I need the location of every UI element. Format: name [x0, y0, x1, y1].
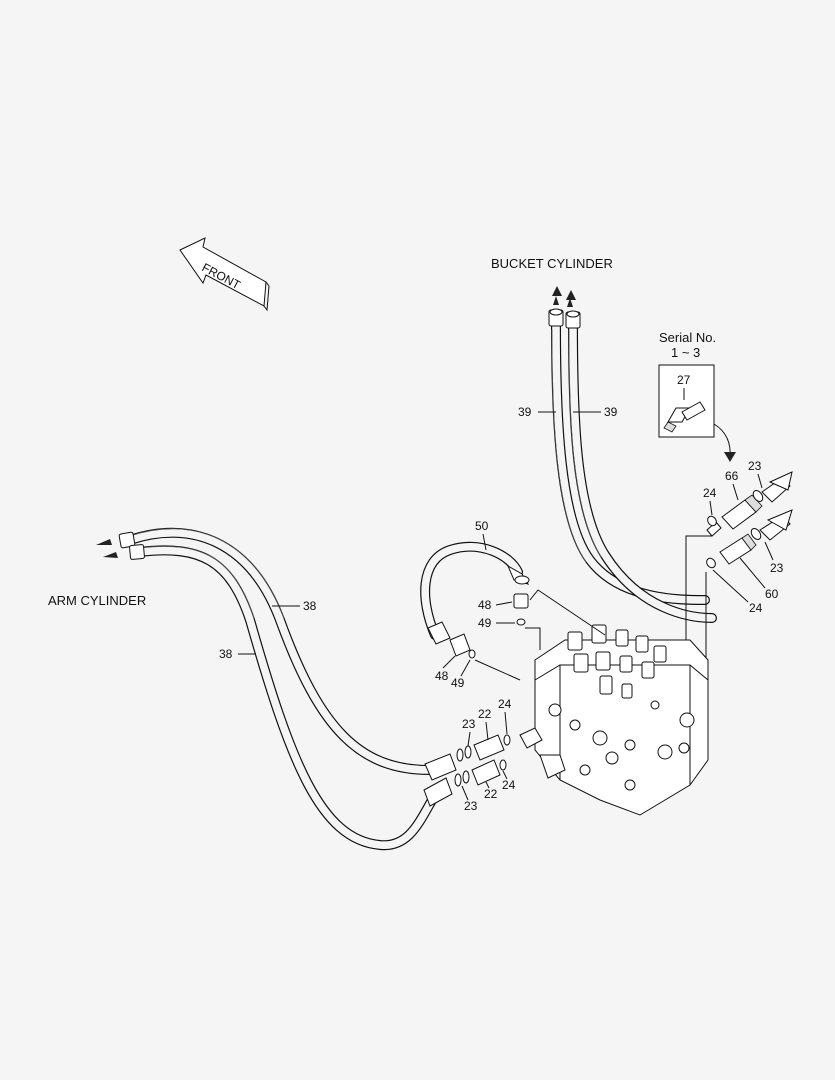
serial-range: 1 ~ 3: [671, 345, 700, 360]
callout-39-right: 39: [604, 405, 618, 419]
callout-22-lower-left: 22: [484, 787, 498, 801]
adapter-27-icon: [663, 401, 706, 433]
callout-48-lower: 48: [435, 669, 449, 683]
bucket-cylinder-title: BUCKET CYLINDER: [491, 256, 613, 271]
control-valve: [519, 624, 709, 816]
callout-38-right: 38: [303, 599, 317, 613]
fitting-group-upper-right: [706, 471, 793, 537]
fitting-group-lower-right: [706, 509, 793, 569]
callout-49-upper: 49: [478, 616, 492, 630]
front-direction-arrow: FRONT: [179, 237, 270, 312]
callout-22-upper-left: 22: [478, 707, 492, 721]
callout-24-lower: 24: [749, 601, 763, 615]
spool-caps: [567, 624, 667, 699]
callout-23-upper-left: 23: [462, 717, 476, 731]
callout-23-lower-left: 23: [464, 799, 478, 813]
pilot-hose-50: [420, 541, 530, 659]
callout-27: 27: [677, 373, 691, 387]
valve-ports: [548, 700, 695, 791]
callout-50: 50: [475, 519, 489, 533]
callout-24-upper: 24: [703, 486, 717, 500]
serial-detail-box: Serial No. 1 ~ 3 27: [658, 330, 736, 462]
callout-24-upper-left: 24: [498, 697, 512, 711]
arm-cylinder-title: ARM CYLINDER: [48, 593, 146, 608]
callout-60: 60: [765, 587, 779, 601]
arm-hose-pair: [96, 527, 457, 851]
callout-23-lower: 23: [770, 561, 784, 575]
fitting-group-lower-left: [454, 734, 511, 787]
serial-label: Serial No.: [659, 330, 716, 345]
callout-39-left: 39: [518, 405, 532, 419]
callout-66: 66: [725, 469, 739, 483]
callout-23-upper: 23: [748, 459, 762, 473]
callout-38-left: 38: [219, 647, 233, 661]
callout-49-lower: 49: [451, 676, 465, 690]
callout-24-lower-left: 24: [502, 778, 516, 792]
bucket-hose-pair: [548, 286, 717, 623]
callout-48-upper: 48: [478, 598, 492, 612]
